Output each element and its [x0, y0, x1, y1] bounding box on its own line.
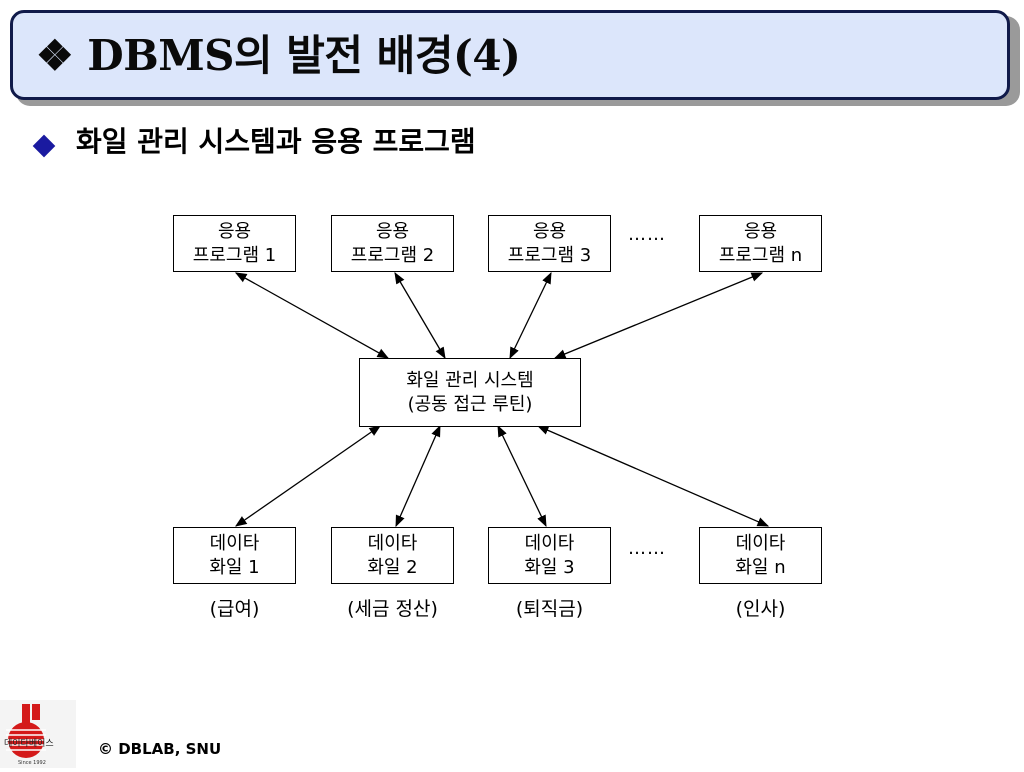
file-management-system-sublabel: (공동 접근 루틴) [407, 393, 533, 415]
title-banner [10, 10, 1010, 100]
svg-text:데이타베이스: 데이타베이스 [4, 738, 54, 749]
program-box-3-line1: 응용 [532, 220, 567, 242]
program-box-3: 응용 프로그램 3 [488, 215, 611, 272]
file-management-system-box: 화일 관리 시스템 (공동 접근 루틴) [359, 358, 581, 427]
arrow-file-1 [235, 425, 381, 527]
data-file-box-1: 데이타 화일 1 [173, 527, 296, 584]
arrow-file-n [536, 425, 770, 527]
data-file-caption-2: (세금 정산) [347, 598, 438, 620]
program-box-1: 응용 프로그램 1 [173, 215, 296, 272]
program-box-n: 응용 프로그램 n [699, 215, 822, 272]
data-file-caption-3: (퇴직금) [515, 598, 584, 620]
file-ellipsis: …… [628, 538, 666, 559]
arrow-program-2 [394, 271, 446, 360]
file-management-system-label: 화일 관리 시스템 [406, 369, 534, 391]
program-box-n-line1: 응용 [743, 220, 778, 242]
arrow-file-3 [497, 424, 547, 528]
data-file-caption-1: (급여) [209, 598, 260, 620]
program-box-3-line2: 프로그램 3 [507, 244, 592, 266]
data-file-box-2-line1: 데이타 [367, 532, 418, 554]
data-file-box-n: 데이타 화일 n [699, 527, 822, 584]
svg-text:Since 1992: Since 1992 [18, 760, 46, 766]
data-file-box-1-line1: 데이타 [209, 532, 260, 554]
program-box-2: 응용 프로그램 2 [331, 215, 454, 272]
data-file-box-3-line2: 화일 3 [524, 556, 575, 578]
arrow-program-n [553, 272, 764, 359]
lab-logo: 데이타베이스 Since 1992 [0, 700, 76, 768]
program-box-2-line1: 응용 [375, 220, 410, 242]
program-box-1-line2: 프로그램 1 [192, 244, 277, 266]
data-file-box-n-line2: 화일 n [735, 556, 786, 578]
arrow-program-1 [234, 272, 390, 359]
data-file-caption-n: (인사) [735, 598, 786, 620]
slide-title: ❖ DBMS의 발전 배경(4) [36, 31, 521, 80]
data-file-box-1-line2: 화일 1 [209, 556, 260, 578]
arrow-file-2 [395, 424, 441, 528]
slide-subtitle: 화일 관리 시스템과 응용 프로그램 [76, 125, 476, 158]
program-box-1-line1: 응용 [217, 220, 252, 242]
data-file-box-3-line1: 데이타 [524, 532, 575, 554]
program-ellipsis: …… [628, 224, 666, 245]
program-box-n-line2: 프로그램 n [718, 244, 803, 266]
data-file-box-n-line1: 데이타 [735, 532, 786, 554]
data-file-box-2-line2: 화일 2 [367, 556, 418, 578]
arrow-program-3 [509, 271, 552, 360]
data-file-box-3: 데이타 화일 3 [488, 527, 611, 584]
program-box-2-line2: 프로그램 2 [350, 244, 435, 266]
copyright-text: © DBLAB, SNU [98, 740, 222, 758]
data-file-box-2: 데이타 화일 2 [331, 527, 454, 584]
